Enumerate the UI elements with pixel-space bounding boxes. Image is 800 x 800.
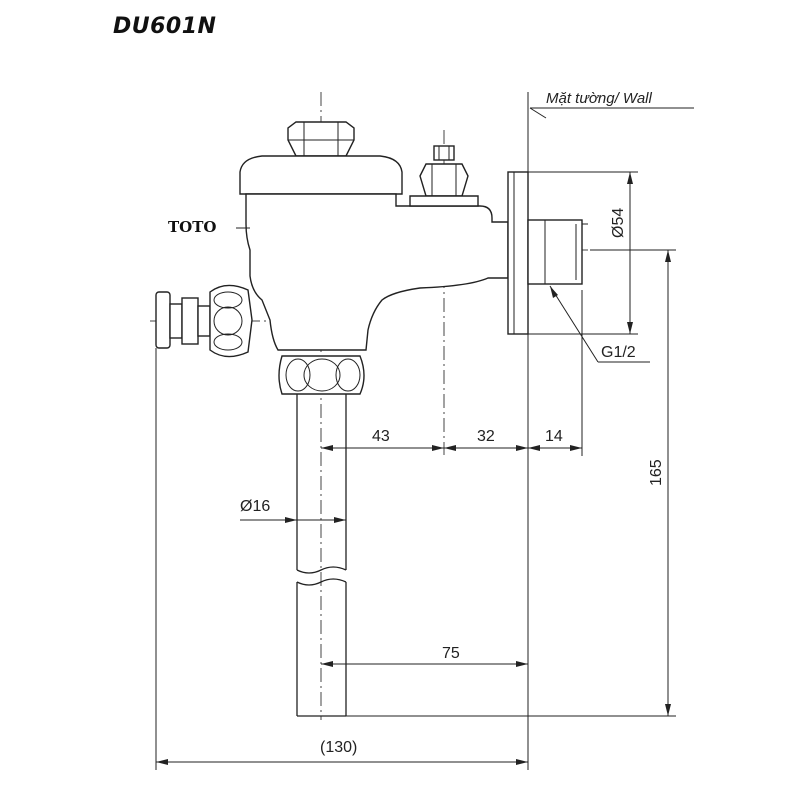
brand-label: TOTO [168,218,216,236]
threaded-outlet [527,219,588,285]
dim-height [346,249,676,717]
dim-43: 43 [372,428,390,445]
valve-body [245,193,509,351]
bottom-union-nut [278,355,365,395]
dim-75-line [321,661,528,667]
dim-row-upper [321,290,583,456]
dim-165: 165 [648,459,665,486]
dim-14: 14 [545,428,563,445]
dim-32: 32 [477,428,495,445]
wall-label: Mặt tường/ Wall [546,90,652,107]
adjustment-screw [409,145,479,207]
dim-75: 75 [442,645,460,662]
flush-handle [155,284,253,358]
dim-130-line [155,348,528,770]
valve-cap [239,155,403,195]
wall-flange [507,171,529,335]
top-hex-nut [287,121,355,157]
dim-16: Ø16 [240,498,270,515]
dim-pipe-diameter [240,517,346,523]
product-title: DU601N [113,14,217,39]
dim-54: Ø54 [610,208,627,238]
dim-130: (130) [320,739,357,756]
g12-leader [549,285,599,363]
dim-flange-diameter [528,171,638,335]
outlet-pipe [296,394,347,717]
dim-g12: G1/2 [601,344,636,361]
